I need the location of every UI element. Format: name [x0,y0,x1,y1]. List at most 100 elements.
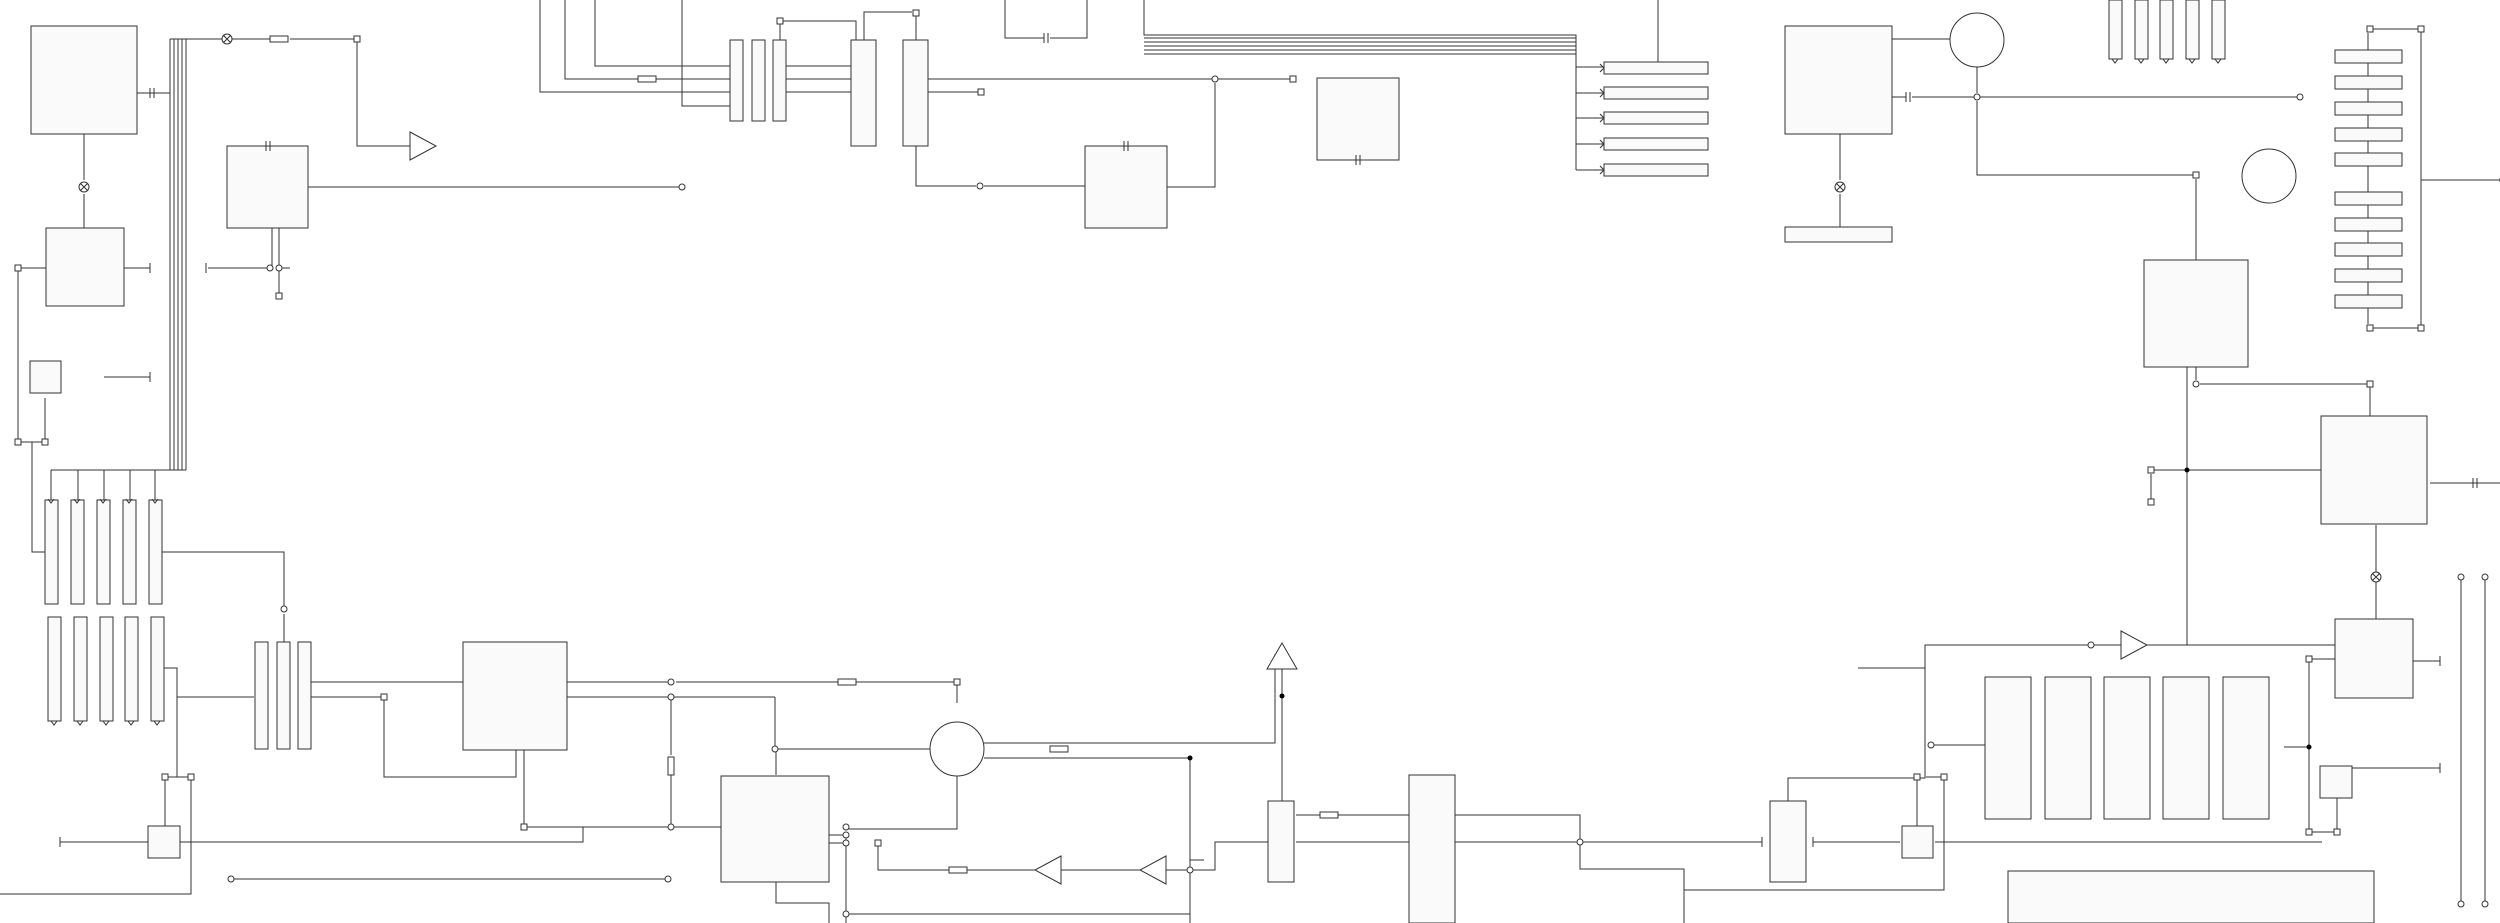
block [1084,145,1168,229]
component [1603,86,1709,100]
component [2162,676,2210,820]
square-port [2417,324,2425,332]
capacitor-icon [265,141,271,151]
component [1603,61,1709,75]
round-port [842,823,850,831]
block [1316,77,1400,161]
square-port [2366,380,2374,388]
round-port [1576,838,1584,846]
component [1603,163,1709,177]
block [1784,226,1893,243]
resistor-icon [637,75,657,83]
square-port [776,17,784,25]
amplifier-icon [1033,855,1062,885]
junction-dot [1279,693,1285,699]
component [44,499,59,605]
component [2334,191,2403,206]
amplifier-icon [2120,630,2149,660]
round-port [678,183,686,191]
block [2320,415,2428,525]
terminal-tick [59,178,2500,847]
amplifier-icon [1266,641,1298,670]
round-port [667,678,675,686]
component [2334,242,2403,257]
block [1901,825,1934,859]
blocks [29,0,2428,923]
round-port [275,264,283,272]
component [2108,0,2123,60]
resistor-icon [1049,745,1069,753]
pin-marker [50,720,161,726]
component [150,616,165,722]
component [1603,111,1709,125]
square-port [1913,773,1921,781]
capacitor-icon [1355,155,1361,165]
circle-node [1949,12,2005,68]
junction-dot [2184,467,2190,473]
round-port [2087,641,2095,649]
square-port [2192,171,2200,179]
block [45,227,125,307]
component [2334,217,2403,232]
round-port [1927,741,1935,749]
round-port [227,875,235,883]
round-port [2481,573,2489,581]
block [2319,765,2353,799]
circles [929,12,2297,777]
round-port [266,264,274,272]
component [2159,0,2174,60]
square-port [2147,466,2155,474]
resistor-icon [269,35,289,43]
round-port [771,745,779,753]
component [2134,0,2149,60]
component [2334,49,2403,64]
square-port [912,9,920,17]
component [2222,676,2270,820]
component [2334,268,2403,283]
block [1408,774,1456,923]
round-port [2192,380,2200,388]
square-port [977,88,985,96]
ports [14,9,2500,918]
component [2044,676,2092,820]
block [29,360,62,394]
square-port [353,35,361,43]
square-port [41,438,49,446]
component [148,499,163,605]
mixers [78,33,2382,583]
component [2334,294,2403,309]
component [2334,75,2403,90]
round-port [2481,900,2489,908]
amplifiers [409,131,2149,885]
component [73,616,88,722]
square-port [14,264,22,272]
component [122,499,137,605]
resistor-icon [667,756,675,776]
block [462,641,568,751]
block [720,775,830,883]
square-port [2305,828,2313,836]
round-port [976,182,984,190]
component [2334,101,2403,116]
component [1603,137,1709,151]
component [2334,127,2403,142]
mixer-icon [221,33,233,45]
component [1984,676,2032,820]
component [96,499,111,605]
capacitor-icon [1123,141,1129,151]
round-port [842,839,850,847]
round-port [1973,93,1981,101]
square-port [380,693,388,701]
square-port [1940,773,1948,781]
square-port [2147,498,2155,506]
block [850,39,877,147]
round-port [2296,93,2304,101]
square-port [953,678,961,686]
component [124,616,139,722]
pin-marker [1599,63,1605,175]
component [297,641,312,750]
square-port [275,292,283,300]
component [2211,0,2226,60]
component [729,39,744,122]
